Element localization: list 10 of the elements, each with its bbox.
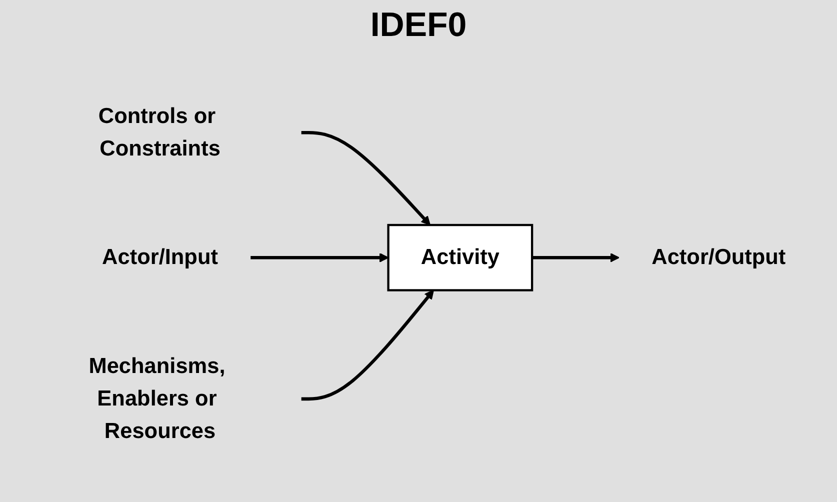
arrow [301, 290, 434, 401]
node-text: Controls or Constraints [98, 104, 220, 161]
diagram-title: IDEF0 [369, 6, 468, 45]
node-text: Actor/Output [652, 246, 786, 270]
arrow [250, 252, 389, 262]
node-text: Mechanisms, Enablers or Resources [88, 354, 226, 444]
node-text: Actor/Input [102, 246, 218, 270]
node-box: Activity [387, 224, 534, 292]
arrow [532, 252, 620, 262]
arrow [301, 131, 431, 226]
